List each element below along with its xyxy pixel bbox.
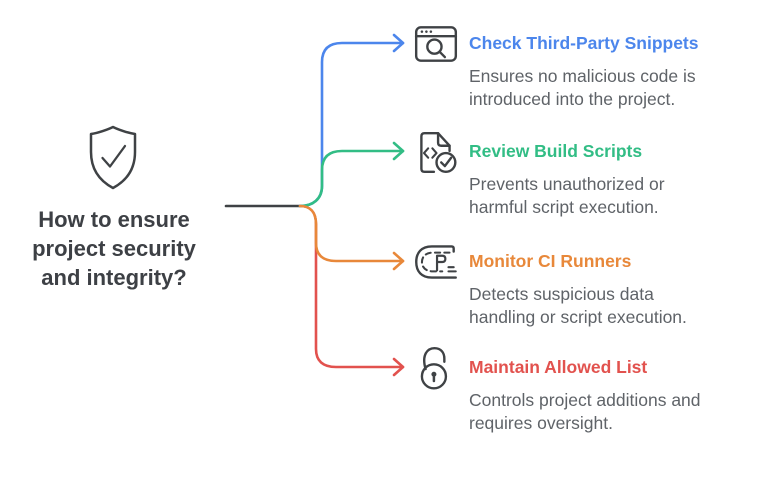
code-file-check-icon bbox=[410, 128, 462, 176]
branch-title: Maintain Allowed List bbox=[469, 357, 648, 377]
branch-line-orange bbox=[298, 204, 405, 263]
central-question-line: and integrity? bbox=[41, 265, 187, 290]
branch-description: Prevents unauthorized or harmful script … bbox=[469, 173, 665, 219]
branch-description: Detects suspicious data handling or scri… bbox=[469, 283, 687, 329]
arrowhead-red bbox=[392, 357, 405, 377]
branch-line-green bbox=[298, 149, 405, 208]
branch-description-line: requires oversight. bbox=[469, 413, 613, 433]
branch-description-line: handling or script execution. bbox=[469, 307, 687, 327]
browser-search-icon bbox=[410, 20, 462, 68]
lock-open-icon bbox=[410, 344, 462, 392]
arrowhead-blue bbox=[392, 33, 405, 53]
branch-description-line: Prevents unauthorized or bbox=[469, 174, 665, 194]
branch-description: Controls project additions and requires … bbox=[469, 389, 701, 435]
branch-line-blue bbox=[298, 41, 405, 208]
branch-item-maintain-allowed-list: Maintain Allowed List Controls project a… bbox=[410, 344, 701, 435]
branch-title: Monitor CI Runners bbox=[469, 251, 632, 271]
branch-line-red bbox=[298, 204, 405, 369]
branch-description-line: Ensures no malicious code is bbox=[469, 66, 696, 86]
branch-item-check-third-party-snippets: Check Third-Party Snippets Ensures no ma… bbox=[410, 20, 699, 111]
central-question-line: project security bbox=[32, 236, 196, 261]
ci-runner-icon bbox=[410, 238, 462, 286]
branch-description-line: harmful script execution. bbox=[469, 197, 659, 217]
arrowhead-orange bbox=[392, 251, 405, 271]
shield-check-icon bbox=[85, 124, 141, 192]
central-question: How to ensure project security and integ… bbox=[22, 205, 206, 292]
central-question-line: How to ensure bbox=[38, 207, 190, 232]
branch-description: Ensures no malicious code is introduced … bbox=[469, 65, 699, 111]
branch-description-line: Detects suspicious data bbox=[469, 284, 654, 304]
arrowhead-green bbox=[392, 141, 405, 161]
branch-item-monitor-ci-runners: Monitor CI Runners Detects suspicious da… bbox=[410, 238, 687, 329]
branch-item-review-build-scripts: Review Build Scripts Prevents unauthoriz… bbox=[410, 128, 665, 219]
branch-title: Review Build Scripts bbox=[469, 141, 643, 161]
branch-description-line: Controls project additions and bbox=[469, 390, 701, 410]
branch-description-line: introduced into the project. bbox=[469, 89, 676, 109]
branch-title: Check Third-Party Snippets bbox=[469, 33, 699, 53]
